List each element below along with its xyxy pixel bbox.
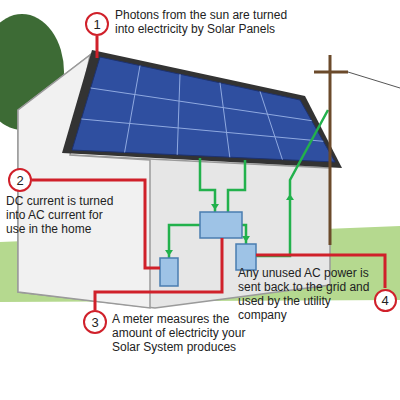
callout-text: A meter measures the amount of electrici…	[112, 312, 245, 354]
callout-text-box: Any unused AC power is sent back to the …	[238, 266, 370, 322]
utility-pole	[314, 55, 348, 245]
callout-circle: 2	[8, 168, 32, 192]
callout-circle: 1	[85, 12, 109, 36]
callout-number: 1	[93, 18, 100, 31]
callout-text-box: A meter measures the amount of electrici…	[112, 312, 247, 354]
power-line	[348, 72, 400, 88]
wire-arrows	[165, 194, 294, 256]
inverter	[200, 212, 242, 238]
callout-number: 2	[16, 174, 23, 187]
callout-number: 4	[381, 294, 388, 307]
callout-text-box: DC current is turned into AC current for…	[6, 194, 116, 236]
green-wires	[169, 110, 328, 258]
callout-text: Any unused AC power is sent back to the …	[238, 266, 369, 322]
solar-panel	[72, 57, 335, 162]
meter	[160, 258, 178, 286]
callout-text: DC current is turned into AC current for…	[6, 194, 113, 236]
callout-text-box: Photons from the sun are turned into ele…	[115, 8, 293, 36]
callout-circle: 3	[83, 310, 107, 334]
callout-text: Photons from the sun are turned into ele…	[115, 8, 287, 36]
panel-grid	[81, 66, 323, 160]
callout-number: 3	[91, 316, 98, 329]
callout-circle: 4	[374, 289, 397, 312]
roof-edge	[62, 50, 342, 168]
